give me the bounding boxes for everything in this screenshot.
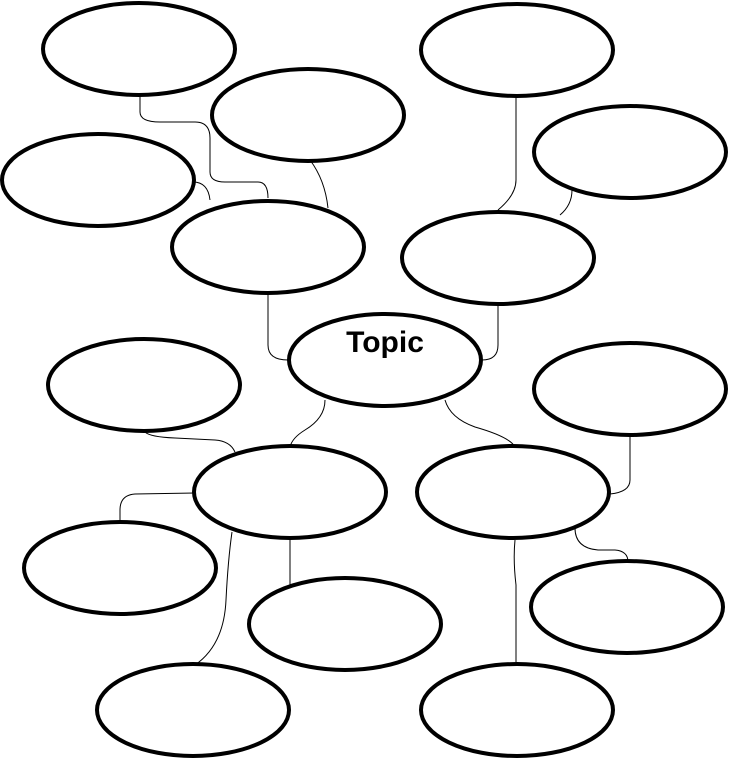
bubble-lower-left[interactable] [192, 444, 388, 540]
bubble-left-top[interactable] [0, 132, 196, 228]
bubble-mid-left[interactable] [46, 337, 242, 433]
connector-upper-right-to-topic [481, 305, 499, 361]
bubble-top-right[interactable] [419, 2, 615, 98]
connector-left-oval [192, 181, 211, 201]
bubble-upper-right[interactable] [400, 210, 596, 306]
connector-right-oval [559, 189, 573, 216]
connector-bottom-left-oval [194, 531, 233, 666]
bubble-lower-right[interactable] [415, 444, 611, 540]
topic-label: Topic [346, 326, 424, 359]
connector-lower-right-oval [574, 527, 629, 563]
connector-top-right-oval [497, 96, 517, 211]
connectors [119, 96, 631, 666]
bubble-bottom-center-left[interactable] [247, 576, 443, 672]
bubble-mid-right[interactable] [532, 341, 728, 437]
bubble-bottom-far-left[interactable] [22, 520, 218, 616]
bubble-bottom-left[interactable] [95, 662, 291, 758]
connector-top-left-oval [139, 96, 269, 199]
connector-lower-left-oval [119, 492, 196, 522]
connector-lower-left-to-topic [289, 399, 326, 448]
connector-lower-right-to-topic [444, 399, 516, 448]
bubble-top-left[interactable] [41, 1, 237, 97]
bubble-bottom-far-right[interactable] [529, 559, 725, 655]
bubble-upper-left[interactable] [170, 199, 366, 295]
topic-bubble[interactable] [287, 312, 483, 408]
bubble-right-top[interactable] [532, 104, 728, 200]
bubble-bottom-right[interactable] [419, 662, 615, 758]
connector-mid-right-oval [609, 437, 631, 495]
connector-bottom-right-oval [513, 539, 517, 662]
connector-mid-top-oval [309, 159, 329, 209]
connector-mid-left-oval [144, 431, 236, 453]
connector-upper-left-to-topic [267, 295, 289, 361]
bubble-mid-top[interactable] [210, 67, 406, 163]
